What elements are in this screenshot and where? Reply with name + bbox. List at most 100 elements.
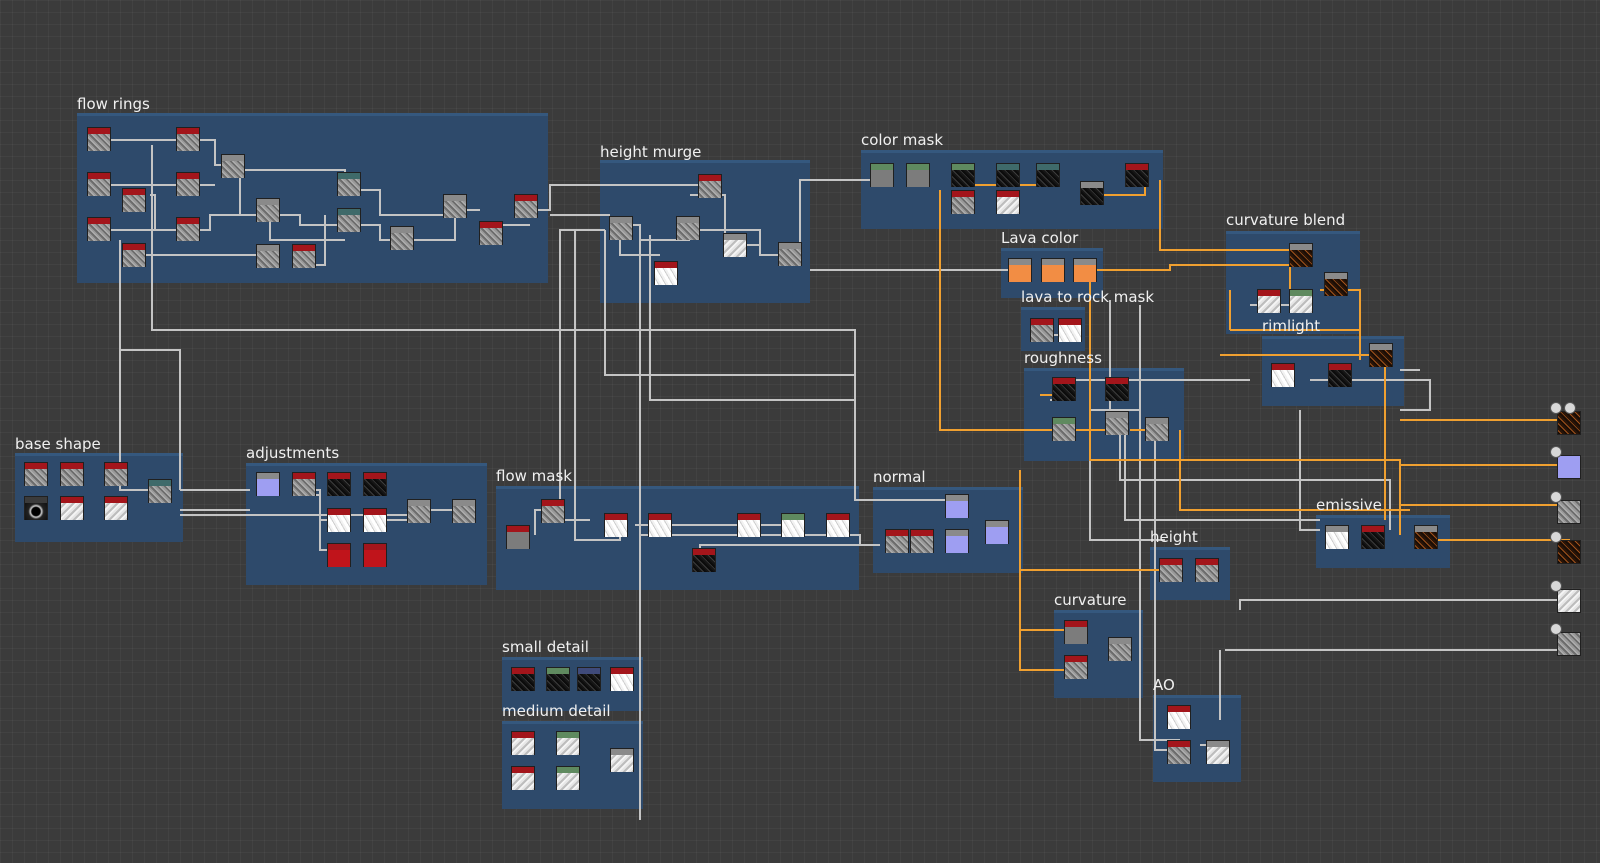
graph-node[interactable] bbox=[1008, 258, 1032, 282]
graph-node[interactable] bbox=[951, 190, 975, 214]
graph-node[interactable] bbox=[104, 496, 128, 520]
graph-node[interactable] bbox=[443, 194, 467, 218]
frame-title-lava-to-rock-mask[interactable]: lava to rock mask bbox=[1021, 288, 1155, 306]
graph-node[interactable] bbox=[945, 494, 969, 518]
graph-node[interactable] bbox=[256, 472, 280, 496]
output-icon[interactable] bbox=[1550, 623, 1562, 635]
graph-node[interactable] bbox=[945, 529, 969, 553]
graph-node[interactable] bbox=[327, 543, 351, 567]
graph-node[interactable] bbox=[1167, 740, 1191, 764]
graph-node[interactable] bbox=[1145, 417, 1169, 441]
graph-node[interactable] bbox=[610, 748, 634, 772]
graph-node[interactable] bbox=[654, 261, 678, 285]
graph-node[interactable] bbox=[24, 462, 48, 486]
graph-node[interactable] bbox=[122, 188, 146, 212]
output-node[interactable] bbox=[1557, 500, 1581, 524]
graph-node[interactable] bbox=[327, 508, 351, 532]
graph-node[interactable] bbox=[221, 154, 245, 178]
graph-node[interactable] bbox=[292, 244, 316, 268]
graph-node[interactable] bbox=[1058, 318, 1082, 342]
frame-title-lava-color[interactable]: Lava color bbox=[1001, 229, 1079, 247]
graph-node[interactable] bbox=[1257, 289, 1281, 313]
graph-node[interactable] bbox=[452, 499, 476, 523]
graph-node[interactable] bbox=[122, 243, 146, 267]
graph-node[interactable] bbox=[826, 513, 850, 537]
graph-node[interactable] bbox=[104, 462, 128, 486]
graph-node[interactable] bbox=[1105, 377, 1129, 401]
graph-node[interactable] bbox=[337, 208, 361, 232]
graph-node[interactable] bbox=[985, 520, 1009, 544]
graph-node[interactable] bbox=[60, 496, 84, 520]
graph-node[interactable] bbox=[176, 217, 200, 241]
output-node[interactable] bbox=[1557, 455, 1581, 479]
graph-node[interactable] bbox=[514, 194, 538, 218]
graph-node[interactable] bbox=[556, 731, 580, 755]
graph-node[interactable] bbox=[885, 529, 909, 553]
graph-node[interactable] bbox=[506, 525, 530, 549]
graph-node[interactable] bbox=[951, 163, 975, 187]
graph-node[interactable] bbox=[996, 190, 1020, 214]
graph-node[interactable] bbox=[1324, 272, 1348, 296]
graph-node[interactable] bbox=[1030, 318, 1054, 342]
graph-node[interactable] bbox=[176, 127, 200, 151]
output-node[interactable] bbox=[1557, 540, 1581, 564]
graph-node[interactable] bbox=[781, 513, 805, 537]
graph-node[interactable] bbox=[577, 667, 601, 691]
graph-node[interactable] bbox=[511, 667, 535, 691]
graph-node[interactable] bbox=[1064, 655, 1088, 679]
graph-node[interactable] bbox=[609, 216, 633, 240]
frame-title-roughness[interactable]: roughness bbox=[1024, 349, 1102, 367]
graph-node[interactable] bbox=[1108, 637, 1132, 661]
graph-node[interactable] bbox=[1159, 558, 1183, 582]
output-icon[interactable] bbox=[1550, 491, 1562, 503]
graph-node[interactable] bbox=[87, 172, 111, 196]
frame-title-adjustments[interactable]: adjustments bbox=[246, 444, 340, 462]
output-icon[interactable] bbox=[1564, 402, 1576, 414]
graph-node[interactable] bbox=[906, 163, 930, 187]
graph-node[interactable] bbox=[1036, 163, 1060, 187]
graph-node[interactable] bbox=[556, 766, 580, 790]
frame-title-curvature-blend[interactable]: curvature blend bbox=[1226, 211, 1346, 229]
graph-node[interactable] bbox=[148, 479, 172, 503]
graph-node[interactable] bbox=[363, 508, 387, 532]
graph-node[interactable] bbox=[1041, 258, 1065, 282]
frame-title-flow-mask[interactable]: flow mask bbox=[496, 467, 572, 485]
graph-node[interactable] bbox=[996, 163, 1020, 187]
frame-title-curvature[interactable]: curvature bbox=[1054, 591, 1127, 609]
graph-node[interactable] bbox=[1361, 525, 1385, 549]
output-icon[interactable] bbox=[1550, 580, 1562, 592]
graph-node[interactable] bbox=[87, 127, 111, 151]
graph-node[interactable] bbox=[778, 242, 802, 266]
graph-node[interactable] bbox=[1167, 705, 1191, 729]
graph-node[interactable] bbox=[24, 496, 48, 520]
graph-node[interactable] bbox=[407, 499, 431, 523]
graph-node[interactable] bbox=[692, 548, 716, 572]
output-icon[interactable] bbox=[1550, 531, 1562, 543]
graph-node[interactable] bbox=[1206, 740, 1230, 764]
graph-node[interactable] bbox=[648, 513, 672, 537]
graph-node[interactable] bbox=[60, 462, 84, 486]
graph-node[interactable] bbox=[87, 217, 111, 241]
graph-node[interactable] bbox=[363, 472, 387, 496]
frame-title-emissive[interactable]: emissive bbox=[1316, 496, 1382, 514]
frame-title-rimlight[interactable]: rimlight bbox=[1262, 317, 1321, 335]
graph-node[interactable] bbox=[1052, 417, 1076, 441]
output-node[interactable] bbox=[1557, 632, 1581, 656]
graph-node[interactable] bbox=[604, 513, 628, 537]
graph-node[interactable] bbox=[1125, 163, 1149, 187]
graph-node[interactable] bbox=[1369, 343, 1393, 367]
graph-node[interactable] bbox=[1289, 243, 1313, 267]
frame-title-base-shape[interactable]: base shape bbox=[15, 435, 101, 453]
frame-title-normal[interactable]: normal bbox=[873, 468, 926, 486]
graph-node[interactable] bbox=[541, 499, 565, 523]
frame-title-ao[interactable]: AO bbox=[1153, 676, 1175, 694]
graph-node[interactable] bbox=[1414, 525, 1438, 549]
graph-node[interactable] bbox=[1195, 558, 1219, 582]
graph-node[interactable] bbox=[327, 472, 351, 496]
graph-node[interactable] bbox=[698, 174, 722, 198]
graph-node[interactable] bbox=[390, 226, 414, 250]
frame-title-small-detail[interactable]: small detail bbox=[502, 638, 589, 656]
graph-node[interactable] bbox=[256, 198, 280, 222]
graph-node[interactable] bbox=[256, 244, 280, 268]
